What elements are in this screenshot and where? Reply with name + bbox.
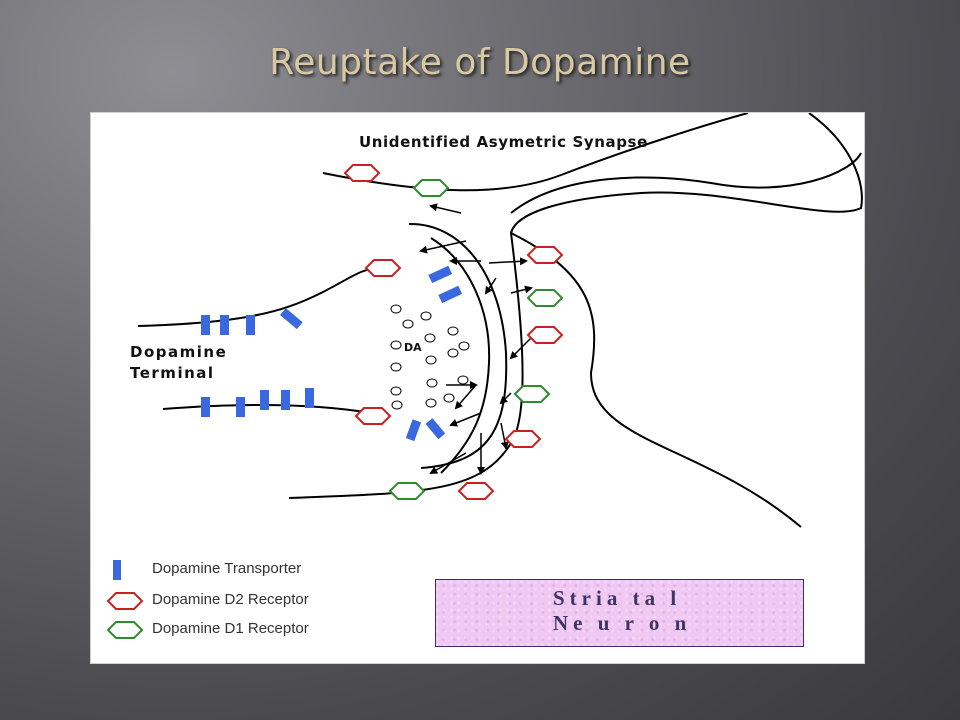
transporter <box>305 388 314 408</box>
arrow-4 <box>488 257 528 266</box>
d1-receptor <box>526 289 564 307</box>
arrow-11 <box>449 412 482 427</box>
striatal-line2: Ne u r o n <box>553 611 692 635</box>
d1-receptor-icon <box>106 621 144 639</box>
transporter <box>246 315 255 335</box>
slide-title: Reuptake of Dopamine <box>269 42 691 83</box>
d2-receptor <box>526 246 564 264</box>
transporter <box>260 390 269 410</box>
synapse-label: Unidentified Asymetric Synapse <box>359 133 648 151</box>
synapse-diagram <box>137 113 863 528</box>
arrow-10 <box>499 392 512 405</box>
transporter <box>438 285 463 304</box>
transporter <box>280 308 303 330</box>
transporter <box>281 390 290 410</box>
terminal-label: Dopamine Terminal <box>130 342 227 384</box>
arrow-1 <box>429 203 462 214</box>
cleft-inner-membrane <box>430 237 491 474</box>
d2-receptor-icon <box>106 592 144 610</box>
transporter-icon <box>113 560 121 580</box>
transporter <box>236 397 245 417</box>
legend-d1-label: Dopamine D1 Receptor <box>152 620 309 637</box>
d2-receptor <box>504 430 542 448</box>
striatal-neuron-box: Stria ta l Ne u r o n <box>435 579 804 647</box>
legend-d2-label: Dopamine D2 Receptor <box>152 591 309 608</box>
dopamine-vesicles <box>390 304 470 410</box>
d2-receptor <box>354 407 392 425</box>
d1-receptor <box>388 482 426 500</box>
striatal-neuron-label: Stria ta l Ne u r o n <box>553 586 691 636</box>
transporter <box>428 265 453 284</box>
transporter <box>201 315 210 335</box>
arrow-6 <box>510 285 533 294</box>
upper-terminal-membrane <box>137 267 382 327</box>
striatal-right-membrane <box>510 232 802 528</box>
da-label: DA <box>404 341 422 354</box>
arrow-9 <box>454 384 477 410</box>
arrow-2 <box>419 240 467 254</box>
release-arrows <box>419 203 533 475</box>
legend-transporter-label: Dopamine Transporter <box>152 560 302 577</box>
diagram-panel: Unidentified Asymetric Synapse Dopamine … <box>90 112 865 664</box>
striatal-inner-membrane <box>288 113 863 499</box>
d1-receptor <box>412 179 450 197</box>
dopamine-transporters <box>201 265 463 442</box>
terminal-label-line2: Terminal <box>130 364 215 382</box>
lower-terminal-membrane <box>162 403 372 414</box>
membranes <box>137 113 863 528</box>
d2-receptor <box>526 326 564 344</box>
d2-receptor <box>343 164 381 182</box>
d2-receptor <box>457 482 495 500</box>
arrow-13 <box>429 452 467 474</box>
d2-receptor <box>364 259 402 277</box>
striatal-outer-membrane <box>510 152 862 214</box>
striatal-line1: Stria ta l <box>553 586 682 610</box>
terminal-inner-membrane <box>408 222 508 469</box>
transporter <box>201 397 210 417</box>
transporter <box>220 315 229 335</box>
d2-receptors <box>343 164 564 500</box>
arrow-5 <box>484 277 497 295</box>
top-membrane <box>322 113 749 192</box>
transporter <box>405 419 422 442</box>
transporter <box>425 418 446 440</box>
d1-receptors <box>388 179 564 500</box>
arrow-12 <box>500 422 509 450</box>
d1-receptor <box>513 385 551 403</box>
arrow-7 <box>509 337 532 360</box>
terminal-label-line1: Dopamine <box>130 343 228 361</box>
